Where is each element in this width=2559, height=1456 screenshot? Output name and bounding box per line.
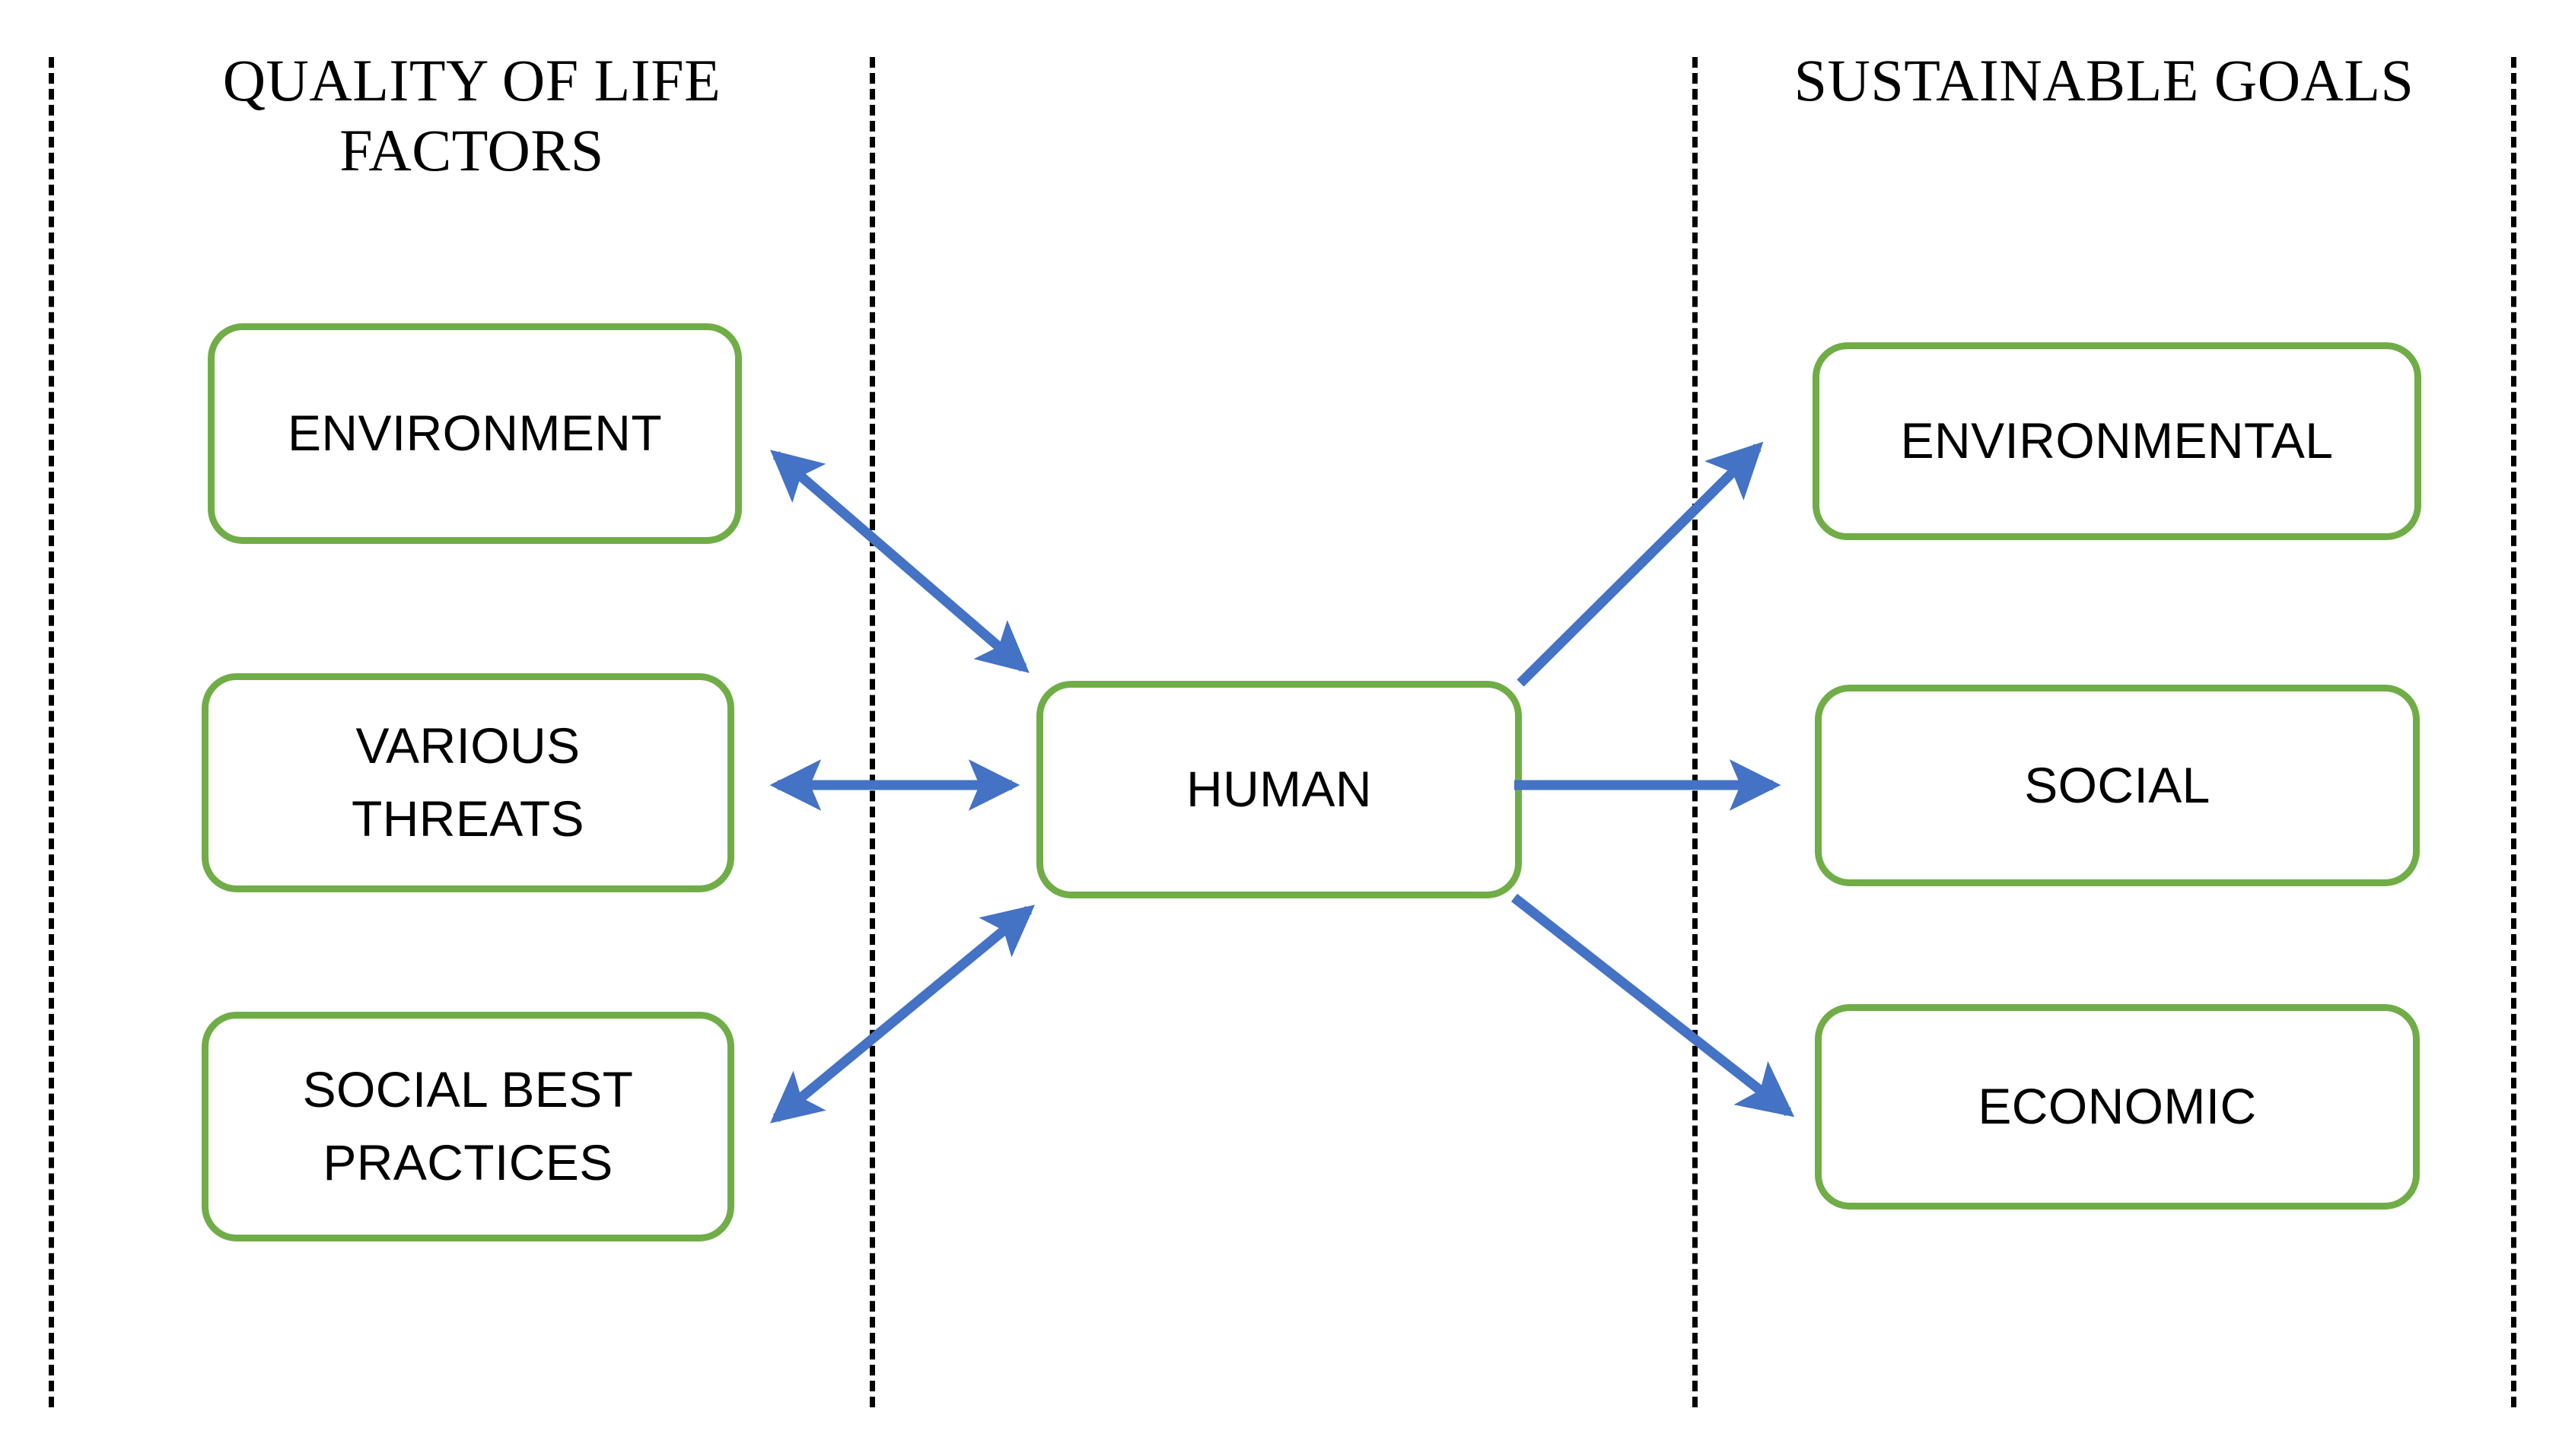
divider-line-right [1692,57,1698,1407]
divider-line-left [870,57,875,1407]
header-sustainable-goals: SUSTAINABLE GOALS [1794,47,2414,113]
node-social[interactable]: SOCIAL [1815,685,2420,886]
divider-line-far-right [2511,57,2516,1407]
node-economic[interactable]: ECONOMIC [1815,1004,2420,1210]
header-quality-of-life-factors: QUALITY OF LIFE FACTORS [222,47,721,184]
node-environmental[interactable]: ENVIRONMENTAL [1813,342,2421,540]
node-human[interactable]: HUMAN [1036,681,1522,898]
arrow-social-best-practices-human [769,904,1036,1124]
arrow-human-economic [1510,893,1795,1117]
node-environment[interactable]: ENVIRONMENT [208,323,742,544]
node-social-best-practices[interactable]: SOCIAL BEST PRACTICES [202,1012,734,1241]
divider-line-far-left [49,57,54,1407]
arrow-environment-human [770,450,1030,673]
node-various-threats[interactable]: VARIOUS THREATS [202,673,734,892]
arrow-human-environmental [1517,441,1764,687]
